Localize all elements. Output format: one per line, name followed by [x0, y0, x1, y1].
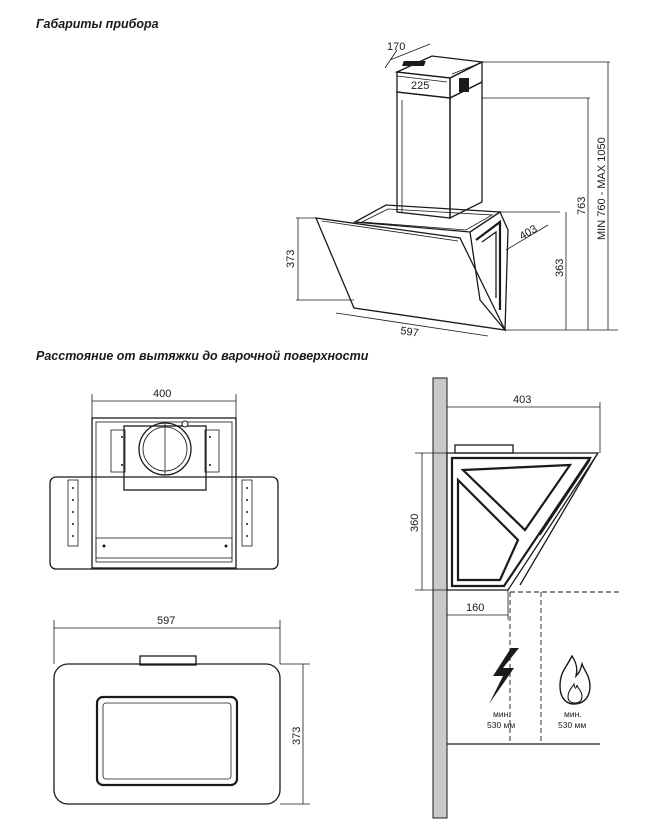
iso-view: 170 225 MIN 760 - MAX 1050 763 363 403 3… — [285, 41, 618, 340]
dim-iso-403: 403 — [518, 223, 540, 243]
dim-side-160: 160 — [466, 602, 484, 614]
gas-value: 530 мм — [558, 720, 586, 730]
dim-top-400: 400 — [153, 388, 171, 400]
dim-iso-597: 597 — [400, 325, 420, 339]
heading-dimensions: Габариты прибора — [36, 17, 159, 31]
dim-iso-363: 363 — [554, 259, 566, 277]
iso-chimney — [394, 55, 485, 220]
dim-iso-763: 763 — [576, 197, 588, 215]
dim-iso-373: 373 — [285, 250, 297, 268]
dim-iso-225: 225 — [411, 80, 429, 92]
dim-front-597: 597 — [157, 615, 175, 627]
top-view: 400 — [49, 388, 279, 570]
electric-label: мин. — [493, 709, 511, 719]
dim-side-403: 403 — [513, 394, 531, 406]
dim-iso-range: MIN 760 - MAX 1050 — [596, 137, 608, 240]
dim-side-360: 360 — [409, 514, 421, 532]
front-view: 597 373 — [53, 615, 310, 805]
lightning-icon — [489, 648, 519, 704]
side-view: 403 360 160 мин. 530 мм мин. 530 мм — [409, 377, 620, 819]
electric-value: 530 мм — [487, 720, 515, 730]
dim-iso-170: 170 — [387, 41, 405, 53]
iso-body — [314, 204, 509, 332]
dim-front-373: 373 — [291, 727, 303, 745]
flame-icon — [559, 654, 591, 705]
heading-distance: Расстояние от вытяжки до варочной поверх… — [36, 349, 369, 363]
gas-label: мин. — [564, 709, 582, 719]
